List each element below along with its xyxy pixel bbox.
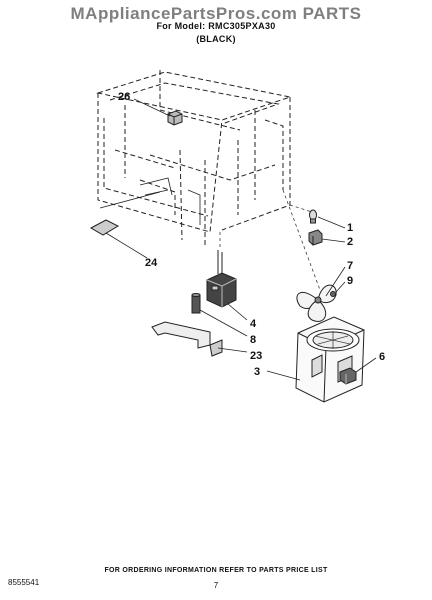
- callout-7: 7: [347, 260, 353, 272]
- leader-23: [217, 347, 248, 353]
- callout-3: 3: [254, 366, 260, 378]
- document-number: 8555541: [8, 578, 40, 587]
- cabinet-outline: [96, 70, 292, 245]
- variant-line: (BLACK): [196, 34, 236, 44]
- part-4-motor: [206, 250, 237, 308]
- callout-8: 8: [250, 334, 256, 346]
- leader-6: [355, 357, 377, 373]
- callout-24: 24: [145, 257, 158, 269]
- part-23-bracket: [151, 321, 223, 357]
- part-7-fan-blade: [296, 284, 337, 322]
- model-line: For Model: RMC305PXA30: [156, 21, 276, 31]
- callout-23: 23: [250, 350, 262, 362]
- leader-8: [199, 309, 248, 337]
- leader-24: [105, 232, 148, 259]
- part-2-socket: [308, 229, 323, 246]
- leader-1: [317, 216, 346, 229]
- part-24-pad: [89, 219, 120, 236]
- leader-9: [335, 281, 346, 293]
- callout-4: 4: [250, 318, 257, 330]
- part-26-clip: [167, 110, 183, 126]
- part-1-bulb: [309, 209, 317, 224]
- callout-2: 2: [347, 236, 353, 248]
- callout-6: 6: [379, 351, 385, 363]
- leader-4: [227, 303, 248, 321]
- part-8-spacer: [191, 293, 201, 314]
- leader-26: [133, 98, 171, 117]
- callout-9: 9: [347, 275, 353, 287]
- leader-2: [321, 238, 346, 243]
- cabinet-detail-lines: [99, 177, 201, 225]
- part-9-screw: [330, 291, 336, 297]
- part-3-fan-housing: [295, 316, 365, 403]
- assembly-guide-lines: [219, 189, 321, 291]
- callout-1: 1: [347, 222, 353, 234]
- part-6-connector: [339, 367, 357, 385]
- watermark-title: MAppliancePartsPros.com PARTS: [70, 4, 362, 23]
- leader-3: [266, 370, 301, 381]
- page-number: 7: [213, 581, 219, 590]
- callout-26: 26: [118, 91, 130, 103]
- leader-7: [325, 266, 346, 297]
- ordering-note: FOR ORDERING INFORMATION REFER TO PARTS …: [104, 567, 328, 574]
